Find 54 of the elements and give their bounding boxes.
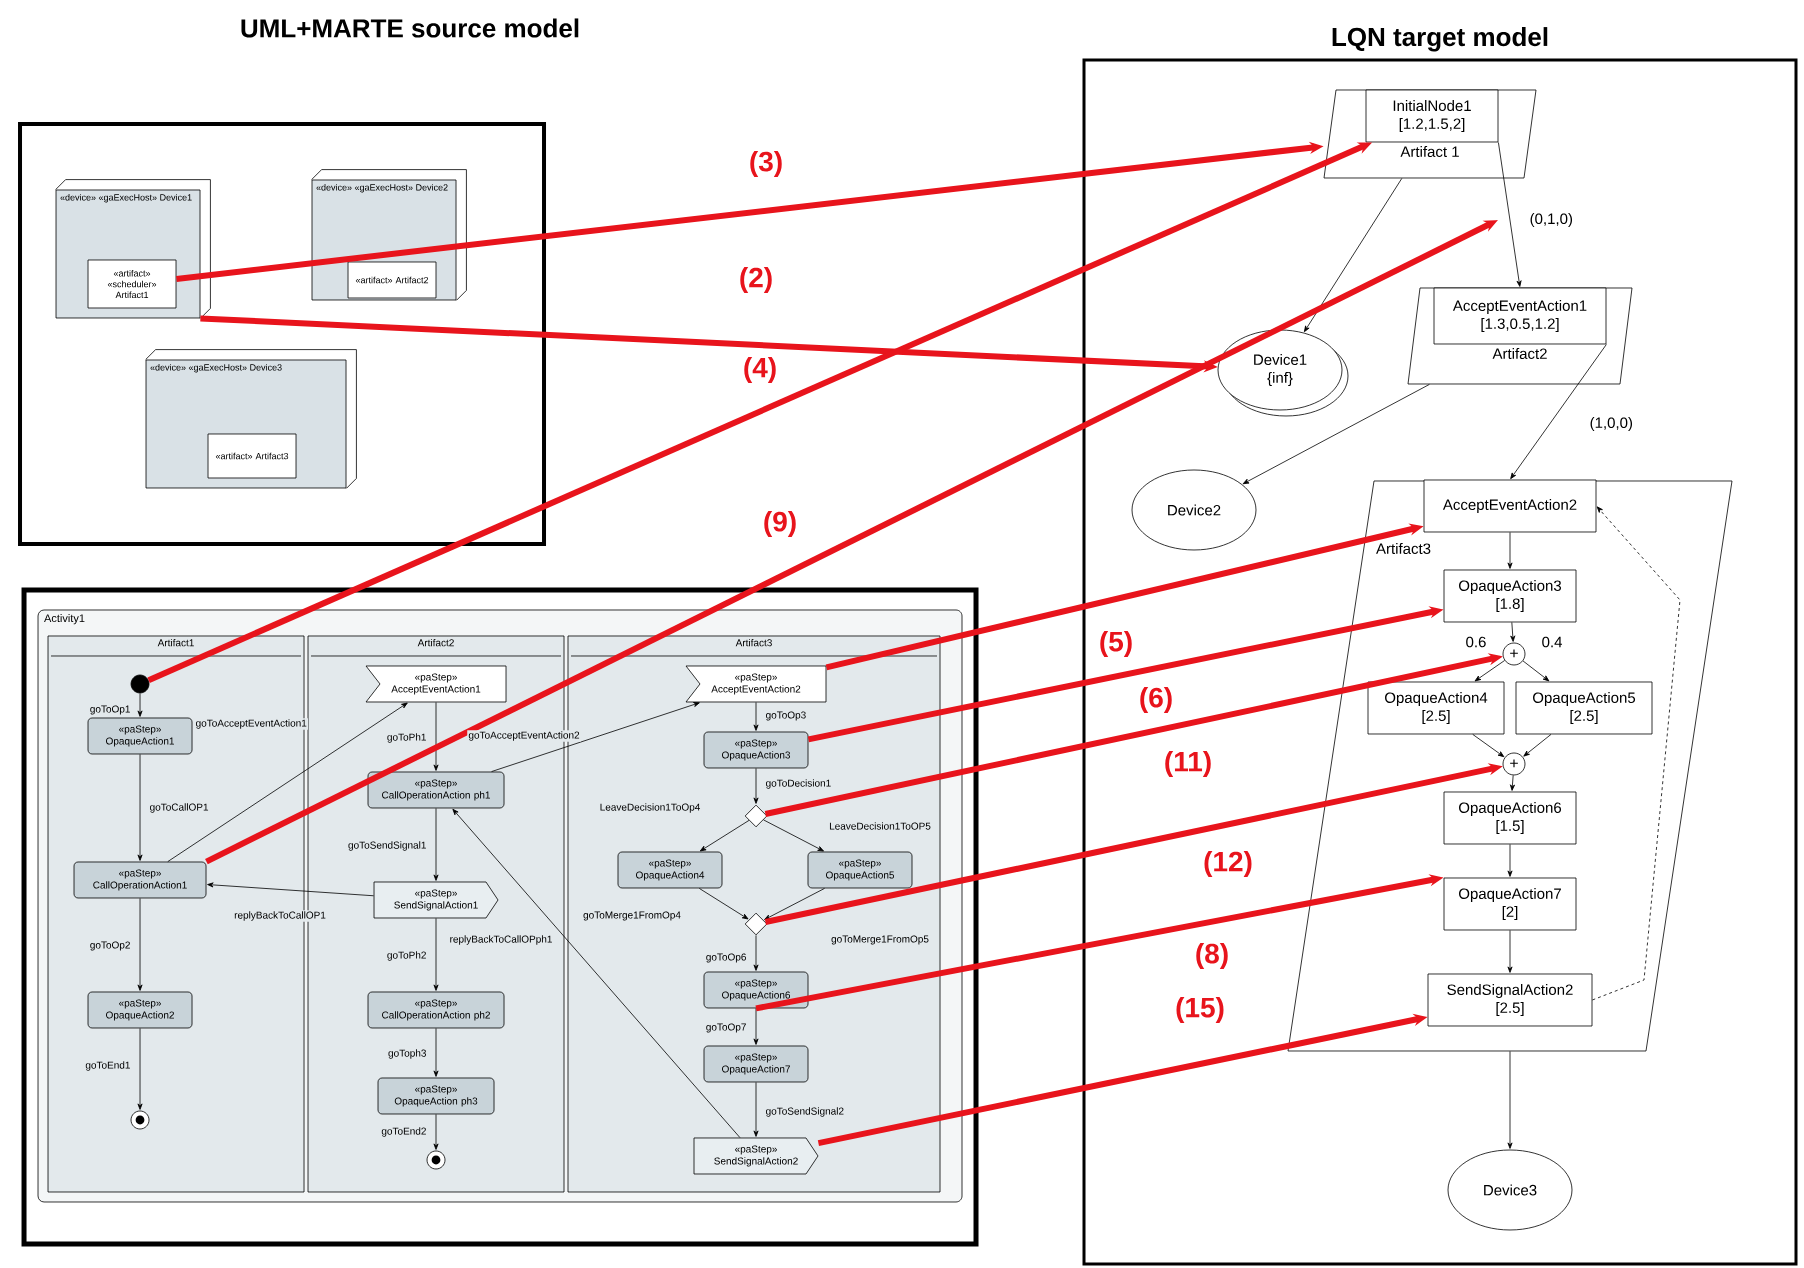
mapping-label: (11) bbox=[1162, 749, 1214, 779]
arrow bbox=[753, 702, 759, 731]
arrow bbox=[167, 702, 408, 862]
arrow bbox=[753, 1082, 759, 1137]
mapping-label: (9) bbox=[761, 509, 799, 539]
arrow bbox=[698, 888, 749, 920]
mapping-label: (3) bbox=[747, 149, 785, 179]
arrow bbox=[1507, 1051, 1513, 1149]
mapping-label: (6) bbox=[1137, 685, 1175, 715]
final-node bbox=[426, 1150, 446, 1170]
arrow bbox=[1522, 660, 1550, 682]
arrow bbox=[764, 888, 825, 920]
arrow bbox=[699, 820, 750, 852]
arrow bbox=[1507, 930, 1513, 973]
arrow bbox=[1592, 506, 1681, 1001]
arrow bbox=[1498, 142, 1522, 287]
mapping-label: (2) bbox=[737, 265, 775, 295]
arrow bbox=[753, 768, 759, 804]
arrow bbox=[207, 882, 374, 897]
arrow bbox=[491, 702, 700, 772]
arrow bbox=[753, 935, 759, 971]
arrow bbox=[433, 918, 439, 991]
arrow bbox=[433, 1114, 439, 1150]
node-label: LQN target model bbox=[1332, 27, 1548, 52]
mapping-label: (4) bbox=[741, 355, 779, 385]
arrow bbox=[1507, 532, 1513, 569]
final-node bbox=[130, 1110, 150, 1130]
arrow bbox=[1242, 384, 1430, 485]
arrow bbox=[137, 1028, 143, 1110]
initial-node bbox=[130, 674, 150, 694]
arrow bbox=[433, 1028, 439, 1077]
arrow bbox=[1510, 622, 1516, 642]
arrow bbox=[1474, 660, 1506, 682]
merge-diamond bbox=[744, 912, 768, 936]
arrow bbox=[137, 754, 143, 861]
arrow bbox=[1507, 844, 1513, 877]
arrow bbox=[753, 1008, 759, 1045]
arrow bbox=[763, 819, 824, 852]
arrow bbox=[1472, 734, 1505, 758]
mapping-label: (12) bbox=[1201, 849, 1255, 879]
decision-diamond bbox=[744, 804, 768, 828]
mapping-label: (15) bbox=[1173, 995, 1227, 1025]
arrow bbox=[137, 693, 143, 717]
arrow bbox=[433, 808, 439, 881]
mapping-label: (8) bbox=[1193, 941, 1231, 971]
mapping-label: (5) bbox=[1097, 629, 1135, 659]
arrow bbox=[1509, 774, 1515, 791]
arrow bbox=[1510, 344, 1607, 480]
arrow bbox=[1303, 178, 1403, 333]
heading: UML+MARTE source model bbox=[241, 18, 579, 38]
arrow bbox=[1523, 734, 1552, 757]
arrow bbox=[452, 808, 741, 1138]
arrow bbox=[137, 898, 143, 991]
arrow bbox=[433, 702, 439, 771]
